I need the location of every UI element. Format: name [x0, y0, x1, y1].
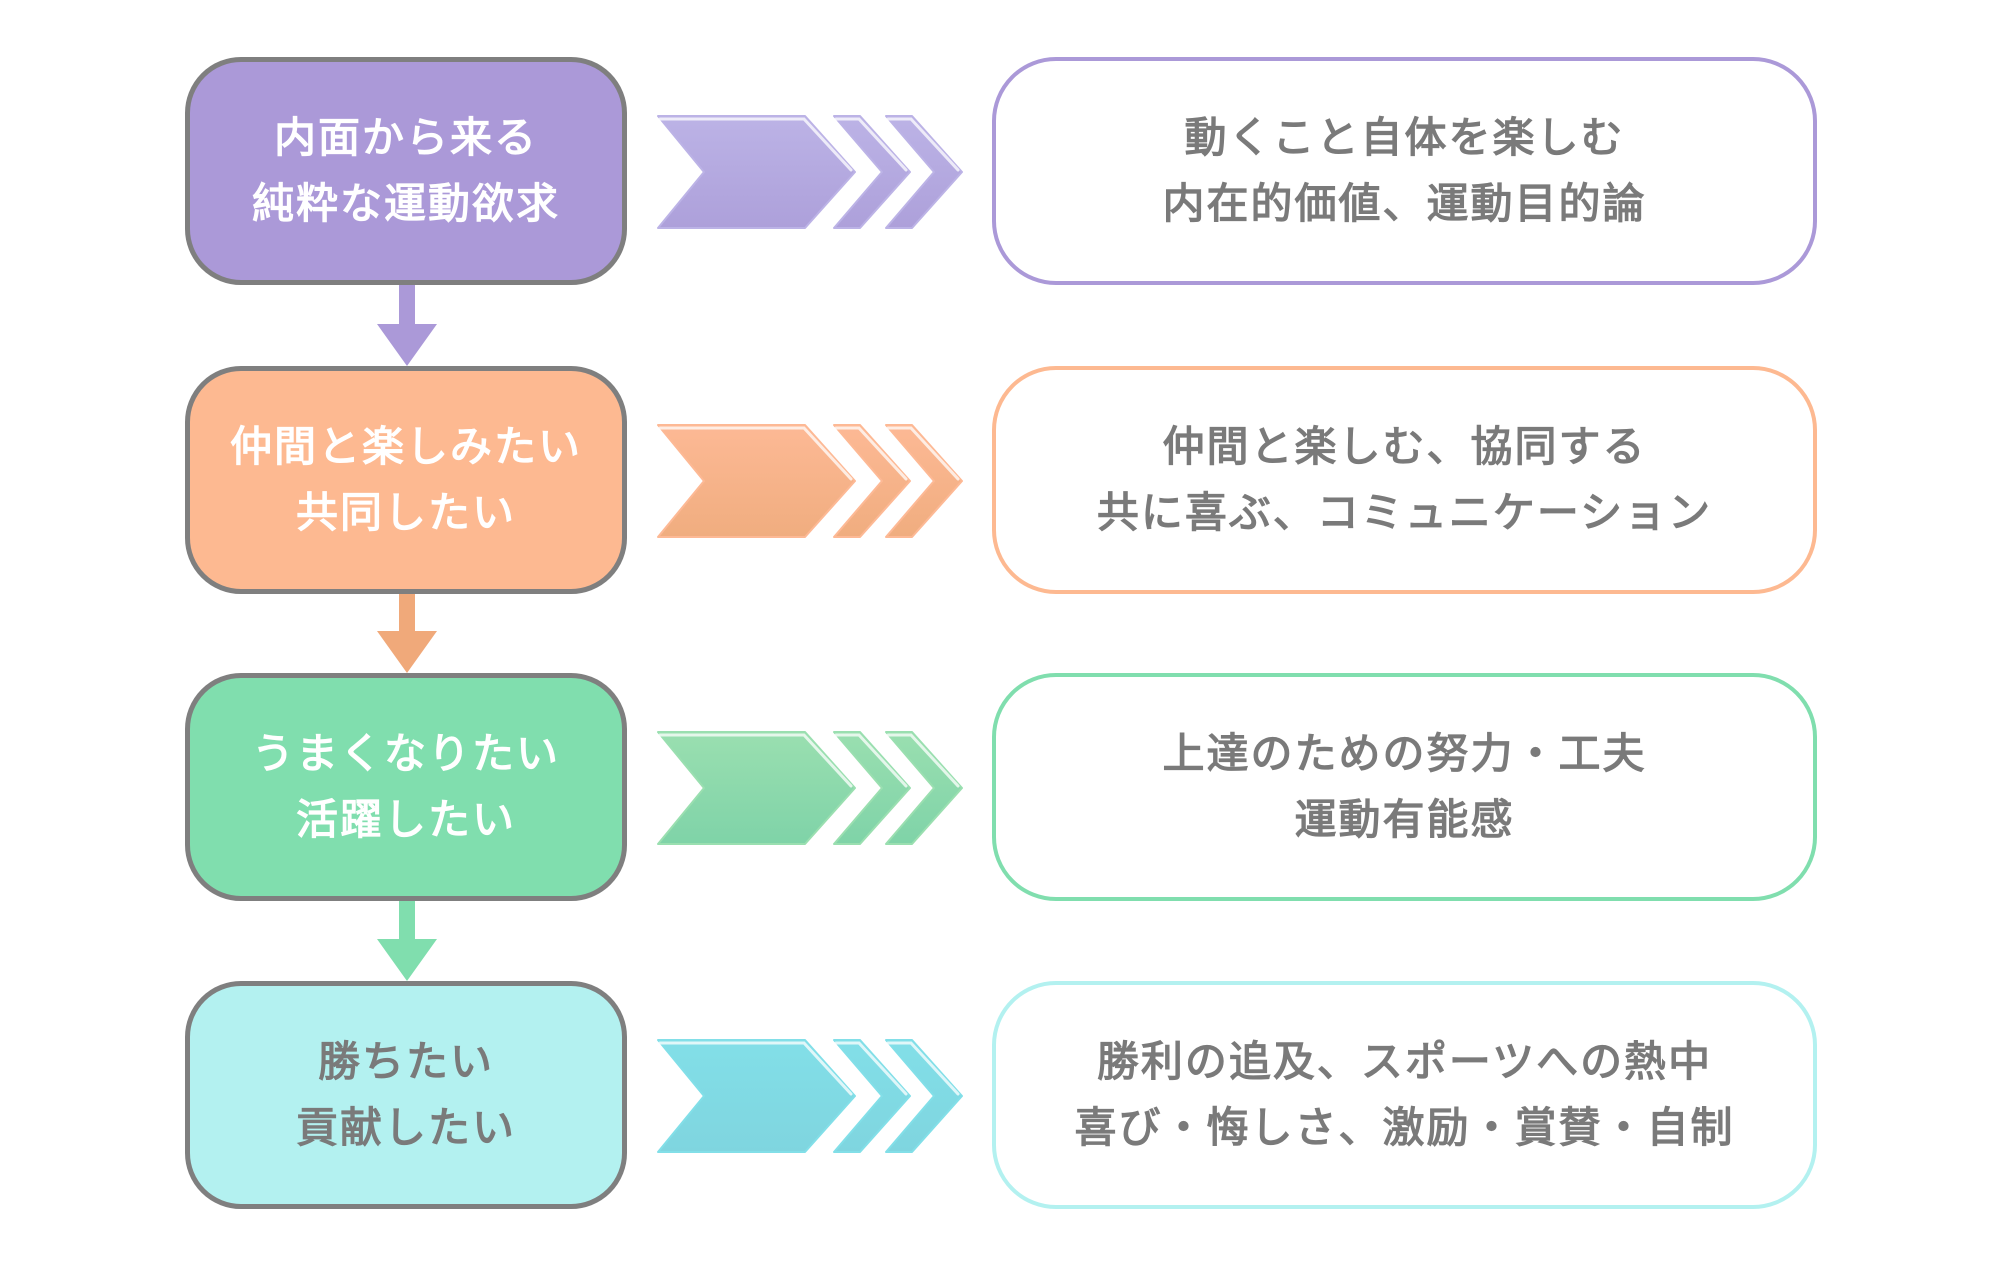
arrow-shaft — [399, 594, 415, 633]
stage-box-improvement: うまくなりたい 活躍したい — [185, 673, 627, 901]
description-line-2: 喜び・悔しさ、激励・賞賛・自制 — [1074, 1103, 1735, 1152]
chevron-arrow-icon — [657, 115, 963, 229]
chevron-segment — [885, 731, 963, 845]
chevron-segment — [833, 424, 911, 538]
chevron-highlight — [886, 426, 960, 481]
description-line-2: 内在的価値、運動目的論 — [1162, 179, 1647, 228]
chevron-arrow-icon — [657, 1039, 963, 1153]
stage-label-line-1: 内面から来る — [273, 113, 538, 162]
description-box-intrinsic-value: 動くこと自体を楽しむ 内在的価値、運動目的論 — [992, 57, 1817, 285]
description-line-1: 動くこと自体を楽しむ — [1184, 113, 1625, 162]
chevron-highlight — [886, 1041, 960, 1096]
chevron-highlight — [886, 117, 960, 172]
chevron-highlight — [658, 117, 853, 172]
chevron-highlight — [658, 1041, 853, 1096]
chevron-arrow-icon — [657, 424, 963, 538]
stage-label-line-2: 共同したい — [295, 488, 516, 537]
arrow-head — [377, 631, 437, 673]
description-line-2: 運動有能感 — [1294, 795, 1515, 844]
stage-label-line-2: 貢献したい — [295, 1103, 516, 1152]
chevron-segment — [885, 424, 963, 538]
down-arrow-icon — [377, 594, 437, 673]
description-box-cooperation: 仲間と楽しむ、協同する 共に喜ぶ、コミュニケーション — [992, 366, 1817, 594]
arrow-shaft — [399, 901, 415, 941]
down-arrow-icon — [377, 285, 437, 366]
chevron-highlight — [658, 426, 853, 481]
arrow-head — [377, 324, 437, 366]
description-line-1: 仲間と楽しむ、協同する — [1162, 422, 1647, 471]
chevron-highlight — [834, 733, 908, 788]
stage-label-line-2: 純粋な運動欲求 — [251, 179, 560, 228]
stage-box-winning: 勝ちたい 貢献したい — [185, 981, 627, 1209]
description-line-1: 上達のための努力・工夫 — [1162, 729, 1647, 778]
chevron-arrow-icon — [657, 731, 963, 845]
chevron-segment — [833, 731, 911, 845]
chevron-segment — [657, 731, 856, 845]
chevron-segment — [885, 1039, 963, 1153]
stage-box-intrinsic-desire: 内面から来る 純粋な運動欲求 — [185, 57, 627, 285]
chevron-segment — [833, 115, 911, 229]
chevron-segment — [657, 1039, 856, 1153]
chevron-segment — [885, 115, 963, 229]
chevron-highlight — [834, 1041, 908, 1096]
stage-label-line-1: 仲間と楽しみたい — [229, 422, 582, 471]
chevron-highlight — [886, 733, 960, 788]
stage-label-line-2: 活躍したい — [295, 795, 516, 844]
description-line-2: 共に喜ぶ、コミュニケーション — [1096, 488, 1713, 537]
chevron-highlight — [658, 733, 853, 788]
chevron-segment — [657, 115, 856, 229]
chevron-segment — [657, 424, 856, 538]
chevron-highlight — [834, 426, 908, 481]
down-arrow-icon — [377, 901, 437, 981]
arrow-shaft — [399, 285, 415, 326]
description-box-competence: 上達のための努力・工夫 運動有能感 — [992, 673, 1817, 901]
chevron-segment — [833, 1039, 911, 1153]
description-box-sports-passion: 勝利の追及、スポーツへの熱中 喜び・悔しさ、激励・賞賛・自制 — [992, 981, 1817, 1209]
description-line-1: 勝利の追及、スポーツへの熱中 — [1096, 1037, 1713, 1086]
stage-box-companionship: 仲間と楽しみたい 共同したい — [185, 366, 627, 594]
stage-label-line-1: 勝ちたい — [317, 1037, 494, 1086]
arrow-head — [377, 939, 437, 981]
chevron-highlight — [834, 117, 908, 172]
stage-label-line-1: うまくなりたい — [251, 729, 560, 778]
